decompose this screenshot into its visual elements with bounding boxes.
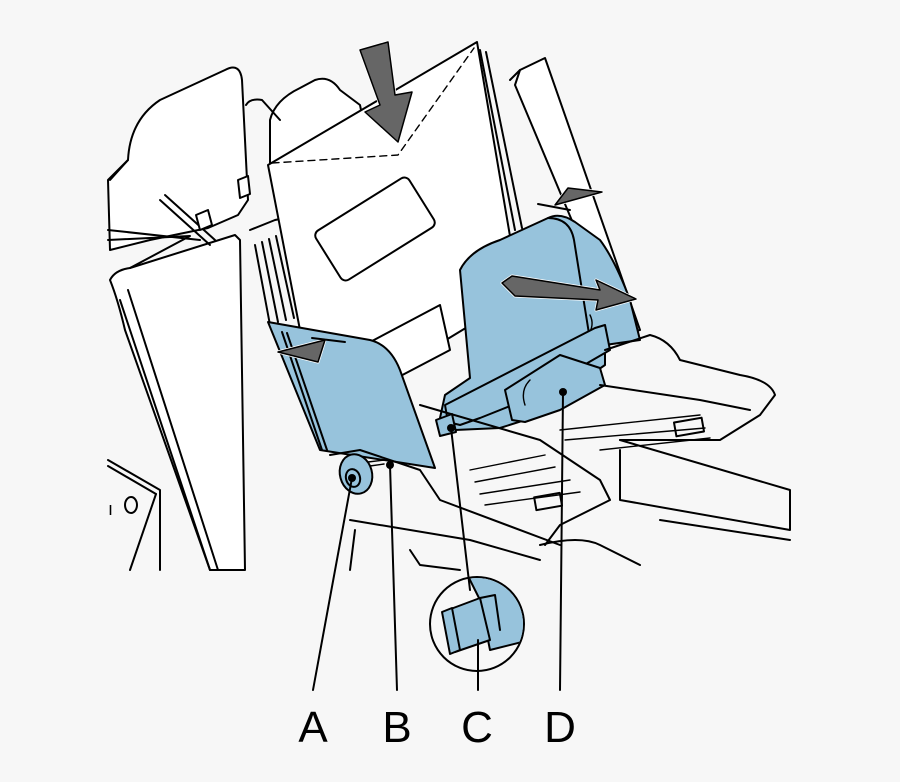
feed-table [329,334,791,571]
leader-lines [312,388,567,691]
svg-text:ı: ı [108,499,113,519]
callout-label-a: A [298,703,328,752]
adjustment-knob [338,453,386,495]
callout-label-c: C [461,703,493,752]
callout-label-d: D [544,703,576,752]
envelope-window [314,176,436,282]
detail-inset [429,576,525,672]
right-side-guide [435,214,641,437]
callout-label-b: B [382,703,412,752]
